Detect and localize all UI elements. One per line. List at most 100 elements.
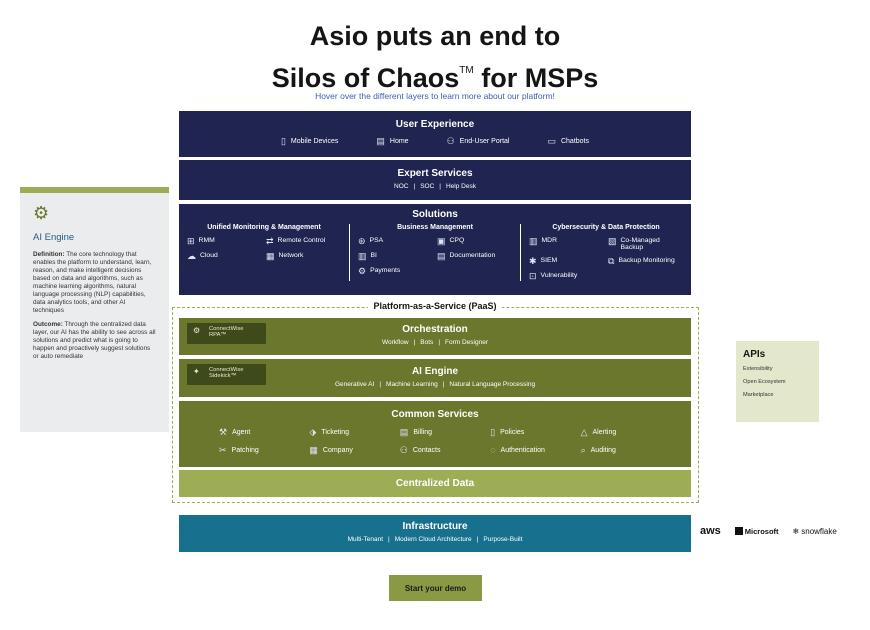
user-experience-layer[interactable]: User Experience ▯Mobile Devices ▤Home ⚇E… — [179, 111, 691, 157]
solution-item[interactable]: ⊛PSA — [358, 237, 433, 246]
cloud-icon: ☁ — [187, 251, 196, 261]
snowflake-text: snowflake — [801, 526, 837, 536]
service-item[interactable]: ◌Authentication — [480, 446, 570, 455]
column-title: Business Management — [397, 224, 473, 231]
service-item[interactable]: ⌕Auditing — [571, 446, 661, 455]
backup-monitoring-icon: ⧉ — [608, 256, 615, 266]
solution-item[interactable]: ▤Documentation — [437, 252, 512, 261]
page-title-line2: Silos of ChaosTM for MSPs — [0, 55, 870, 94]
ux-item-portal: ⚇End-User Portal — [447, 137, 510, 146]
service-item[interactable]: ▦Company — [299, 446, 389, 455]
item-label: Contacts — [412, 447, 441, 454]
solution-item[interactable]: ▣CPQ — [437, 237, 512, 246]
item-label: Co-Managed Backup — [620, 237, 660, 251]
infrastructure-layer[interactable]: Infrastructure Multi-Tenant|Modern Cloud… — [179, 515, 691, 552]
aws-logo: aws — [700, 525, 721, 537]
solution-item[interactable]: ▦Network — [266, 252, 341, 261]
ux-item-chatbots: ▭Chatbots — [547, 137, 589, 146]
ux-label: Mobile Devices — [290, 138, 339, 145]
service-item[interactable]: ▯Policies — [480, 428, 570, 437]
item-label: Cloud — [200, 252, 218, 259]
trademark: TM — [459, 65, 474, 76]
layer-heading: User Experience — [395, 119, 475, 130]
item-label: Vulnerability — [540, 272, 578, 279]
service-item[interactable]: ⬗ Ticketing — [299, 428, 389, 437]
remote-control-icon: ⇄ — [266, 236, 274, 246]
solution-item[interactable]: ☁ Cloud — [187, 252, 262, 261]
item-label: Alerting — [592, 429, 617, 436]
item-label: Agent — [232, 429, 251, 436]
backup-icon: ▧ — [608, 236, 617, 246]
ticketing-icon: ⬗ — [309, 427, 317, 437]
api-item: Marketplace — [743, 392, 774, 398]
item-label: Remote Control — [277, 237, 326, 244]
solutions-layer[interactable]: Solutions Unified Monitoring & Managemen… — [179, 204, 691, 295]
solution-item[interactable]: ⊞RMM — [187, 237, 262, 246]
authentication-icon: ◌ — [490, 445, 496, 455]
item-label: RMM — [198, 237, 215, 244]
api-item: Extensibility — [743, 366, 773, 372]
alerting-icon: △ — [580, 427, 588, 437]
documentation-icon: ▤ — [437, 251, 446, 261]
sub-item: Multi-Tenant — [347, 536, 383, 543]
item-label: Payments — [370, 267, 401, 274]
item-label: CPQ — [449, 237, 465, 244]
company-icon: ▦ — [309, 445, 318, 455]
microsoft-text: Microsoft — [744, 526, 779, 536]
ux-item-mobile: ▯ Mobile Devices — [281, 137, 338, 146]
service-item[interactable]: △ Alerting — [571, 428, 661, 437]
service-item[interactable]: ✂Patching — [209, 446, 299, 455]
centralized-data-layer[interactable]: Centralized Data — [179, 470, 691, 497]
apis-panel[interactable]: APIs Extensibility Open Ecosystem Market… — [736, 341, 819, 422]
definition-paragraph: Definition: The core technology that ena… — [33, 251, 156, 315]
solution-item[interactable]: ⊡Vulnerability — [529, 272, 604, 281]
expert-services-layer[interactable]: Expert Services NOC|SOC|Help Desk — [179, 160, 691, 200]
mobile-icon: ▯ — [280, 136, 286, 146]
ux-label: End-User Portal — [459, 138, 510, 145]
mdr-icon: ▥ — [529, 236, 538, 246]
solution-item[interactable]: ✱SIEM — [529, 257, 604, 266]
sub-item: Generative AI — [334, 381, 375, 388]
ai-gear-icon: ⚙ — [33, 203, 50, 223]
item-label: Ticketing — [321, 429, 350, 436]
column-title: Unified Monitoring & Management — [207, 224, 321, 231]
outcome-label: Outcome: — [33, 321, 63, 328]
start-demo-button[interactable]: Start your demo — [389, 575, 482, 601]
sub-item: Bots — [420, 339, 434, 346]
outcome-paragraph: Outcome: Through the centralized data la… — [33, 321, 156, 361]
badge-line: Sidekick™ — [209, 373, 237, 379]
vulnerability-icon: ⊡ — [529, 271, 537, 281]
api-item: Open Ecosystem — [743, 379, 786, 385]
solutions-column-cybersecurity: Cybersecurity & Data Protection ▥MDR ▧Co… — [520, 224, 691, 281]
solutions-column-monitoring: Unified Monitoring & Management ⊞RMM ⇄Re… — [179, 224, 349, 281]
ai-engine-info-panel: ⚙ AI Engine Definition: The core technol… — [20, 187, 169, 432]
sub-item: NOC — [394, 183, 409, 190]
service-item[interactable]: ⚇Contacts — [390, 446, 480, 455]
title-suffix: for MSPs — [473, 63, 599, 93]
solution-item[interactable]: ⧉Backup Monitoring — [608, 257, 683, 266]
badge-line: ConnectWise — [209, 326, 244, 332]
sub-item: Modern Cloud Architecture — [394, 536, 472, 543]
microsoft-squares-icon — [734, 527, 743, 535]
solution-item[interactable]: ⚙Payments — [358, 267, 433, 276]
snowflake-icon: ❄ — [792, 526, 800, 536]
solution-item[interactable]: ⇄Remote Control — [266, 237, 341, 246]
snowflake-logo: ❄snowflake — [793, 527, 837, 536]
policies-icon: ▯ — [490, 427, 496, 437]
service-item[interactable]: ▤Billing — [390, 428, 480, 437]
microsoft-logo: Microsoft — [734, 526, 779, 536]
layer-heading: Orchestration — [402, 324, 468, 335]
ux-label: Chatbots — [560, 138, 590, 145]
common-services-layer[interactable]: Common Services ⚒Agent ⬗Ticketing ▤Billi… — [179, 401, 691, 467]
solution-item[interactable]: ▧Co-Managed Backup — [608, 236, 683, 252]
title-text: Silos of Chaos — [271, 63, 460, 93]
solution-item[interactable]: ▥BI — [358, 252, 433, 261]
service-item[interactable]: ⚒Agent — [209, 428, 299, 437]
psa-icon: ⊛ — [358, 236, 366, 246]
solution-item[interactable]: ▥MDR — [529, 237, 604, 251]
item-label: Backup Monitoring — [618, 257, 675, 264]
